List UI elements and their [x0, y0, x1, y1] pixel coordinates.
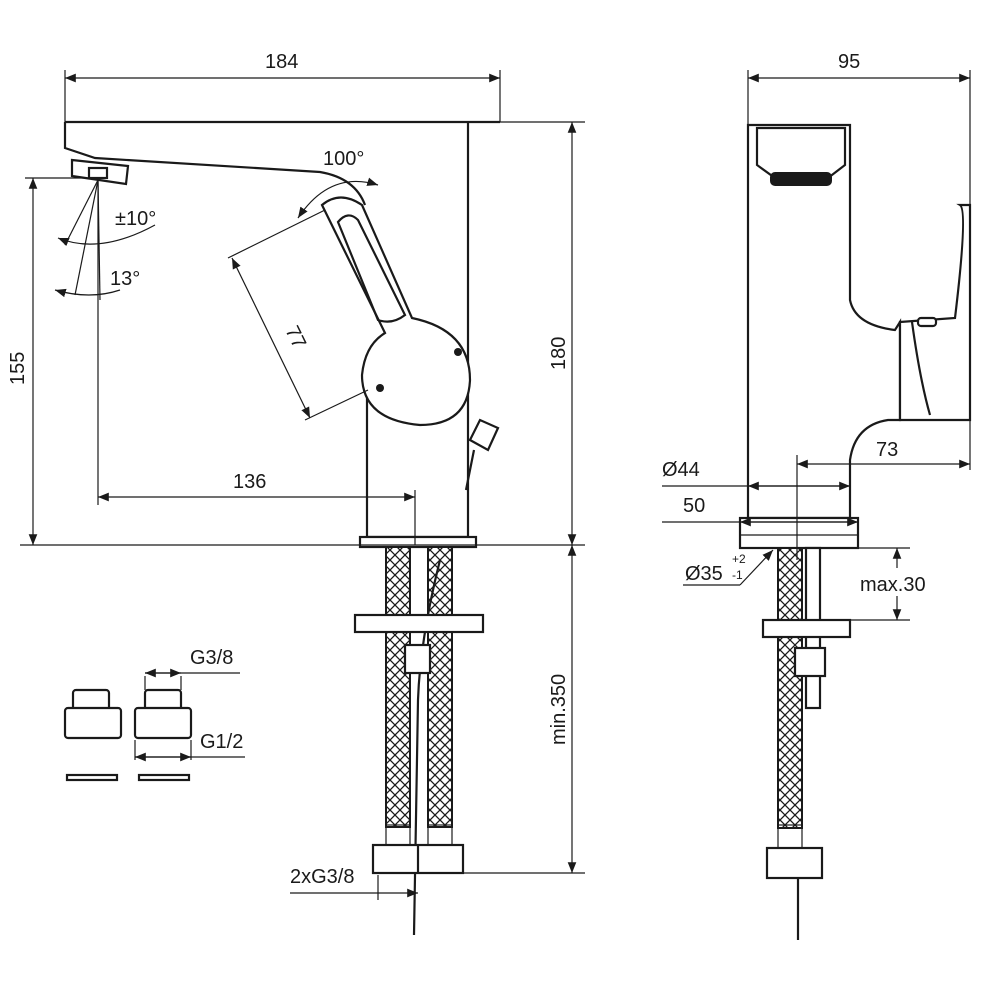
hole-leader: [739, 549, 774, 586]
dim-adapter-top: G3/8: [190, 647, 233, 669]
hose-left: [385, 546, 411, 828]
ext-line: [304, 389, 369, 421]
adapters: G3/8 G1/2: [63, 647, 245, 782]
washer: [137, 773, 191, 782]
side-lever: [898, 203, 972, 422]
spray-arc: [54, 288, 121, 298]
lever-dot: [454, 348, 462, 356]
lever-dot: [376, 384, 384, 392]
side-fitting: [777, 824, 803, 849]
dim-hole-diameter: Ø35: [685, 563, 723, 585]
dim-max-thickness: max.30: [860, 574, 926, 596]
dim-total-height: 180: [548, 337, 570, 370]
dim-min-length: min.350: [548, 674, 570, 745]
popup-cable: [412, 559, 442, 936]
side-aerator-housing: [755, 126, 847, 180]
front-view: 184 180 155 136 ±10° 13° 100° 77 min.350: [7, 51, 585, 936]
adapter-right-body: [133, 706, 193, 740]
dim-overall-width: 184: [265, 51, 298, 73]
dim-side-depth: 73: [876, 439, 898, 461]
dim-line-77: [231, 257, 311, 419]
adapter-left-body: [63, 706, 123, 740]
fixing-nut: [403, 643, 432, 675]
lever-button: [916, 316, 938, 328]
dim-spout-height: 155: [7, 352, 29, 385]
dim-flange-width: 50: [683, 495, 705, 517]
hose-fitting: [427, 824, 453, 846]
base-flange: [358, 535, 478, 549]
dim-base-diameter: Ø44: [662, 459, 700, 481]
hose-fitting: [385, 824, 411, 846]
dim-side-width: 95: [838, 51, 860, 73]
lever-handle: [320, 196, 472, 427]
label-bg: [855, 568, 940, 596]
spray-line: [97, 179, 101, 301]
spray-line: [64, 179, 99, 246]
lever-rotation-arc: [297, 177, 379, 219]
dim-hole-tol-plus: +2: [732, 552, 746, 566]
dim-lever-rotation: 100°: [323, 148, 364, 170]
dim-spout-reach: 136: [233, 471, 266, 493]
aerator-outlet: [87, 166, 109, 180]
washer: [65, 773, 119, 782]
popup-rod: [464, 418, 500, 491]
dim-lever-length: 77: [281, 323, 311, 353]
lever-edge: [910, 321, 932, 416]
side-view: 95 73 Ø44 50 Ø35 +2 -1 max.30: [662, 51, 972, 940]
side-hose: [777, 547, 803, 829]
dim-adapter-bottom: G1/2: [200, 731, 243, 753]
side-nut: [793, 646, 827, 678]
side-body-outline: [746, 123, 902, 520]
dim-hole-tol-minus: -1: [732, 568, 743, 582]
fixing-plate: [353, 613, 485, 634]
dim-spray-angle: 13°: [110, 268, 140, 290]
dim-hose-connection: 2xG3/8: [290, 866, 354, 888]
swivel-arc: [57, 224, 156, 247]
side-aerator: [770, 172, 832, 186]
ext-line: [227, 209, 326, 259]
hose-right: [427, 546, 453, 828]
side-fixing-plate: [761, 618, 852, 639]
side-hose-nut: [765, 846, 824, 880]
dim-spout-swivel: ±10°: [115, 208, 156, 230]
spray-line: [74, 179, 99, 296]
